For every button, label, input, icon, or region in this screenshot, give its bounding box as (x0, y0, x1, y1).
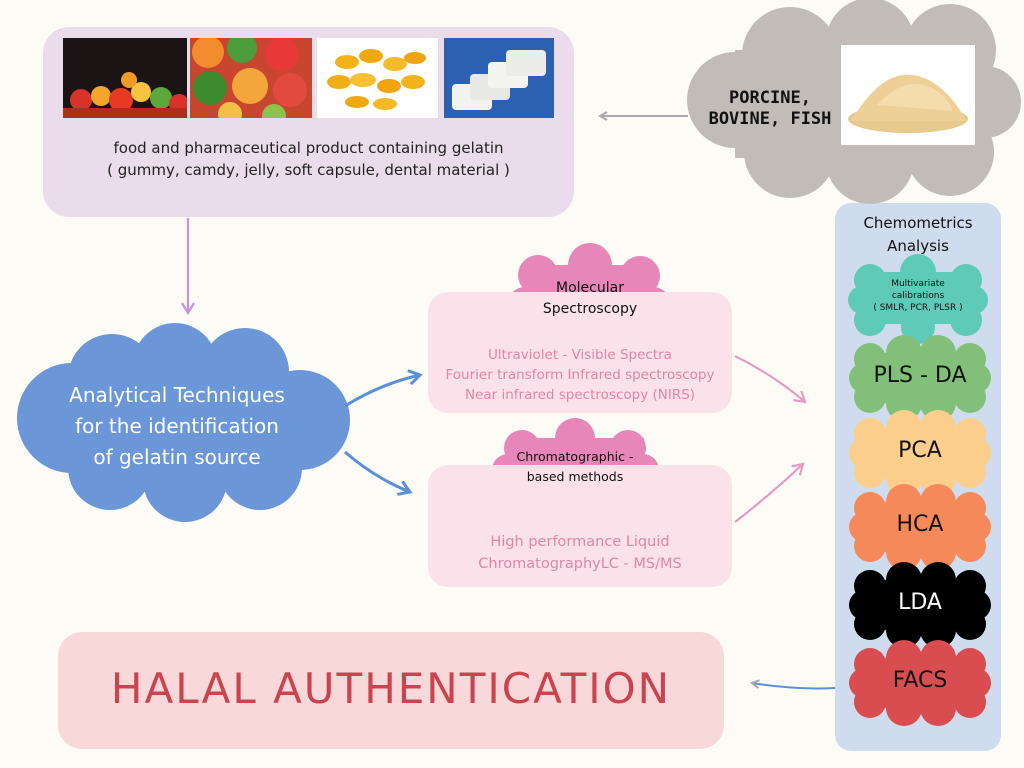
method-shape (849, 640, 991, 726)
soft-capsules-photo (317, 38, 438, 118)
arrow-chromatography-to-chemometrics (734, 462, 805, 523)
techniques-label: Analytical Techniques for the identifica… (32, 380, 322, 473)
multivariate-label: Multivariate calibrations ( SMLR, PCR, P… (852, 278, 984, 314)
spectroscopy-box (428, 292, 732, 413)
source-label: PORCINE, BOVINE, FISH (700, 88, 840, 130)
jelly-candy-photo (190, 38, 312, 118)
chromatography-title: Chromatographic - based methods (490, 447, 660, 487)
chromatography-item: ChromatographyLC - MS/MS (478, 556, 682, 572)
arrow-spectroscopy-to-chemometrics (734, 355, 807, 404)
gummy-bears-photo (63, 38, 187, 118)
gelatin-powder-photo (841, 45, 975, 145)
chemometrics-title: Chemometrics Analysis (835, 212, 1001, 258)
spectroscopy-item: Ultraviolet - Visible Spectra (488, 347, 672, 363)
multivariate-line3: ( SMLR, PCR, PLSR ) (873, 303, 963, 313)
chemometrics-title-line2: Analysis (887, 237, 949, 255)
source-label-line2: BOVINE, FISH (708, 109, 832, 129)
method-shape (849, 335, 991, 421)
techniques-line2: for the identification (75, 414, 279, 438)
halal-authentication-label: HALAL AUTHENTICATION (110, 664, 672, 713)
spectroscopy-item: Fourier transform Infrared spectroscopy (445, 367, 715, 383)
chromatography-title-line1: Chromatographic - (516, 449, 634, 464)
multivariate-line2: calibrations (891, 291, 945, 301)
method-label: PCA (898, 438, 942, 463)
spectroscopy-item: Near infrared spectroscopy (NIRS) (464, 387, 696, 403)
techniques-cloud (17, 323, 350, 522)
method-label: FACS (892, 668, 948, 693)
products-caption-line1: food and pharmaceutical product containi… (113, 139, 504, 157)
method-shape (849, 562, 991, 648)
spectroscopy-title-line1: Molecular (556, 280, 624, 296)
spectroscopy-title: Molecular Spectroscopy (500, 278, 680, 320)
chemometrics-title-line1: Chemometrics (863, 214, 973, 232)
method-label: LDA (898, 590, 942, 615)
dental-material-photo (444, 38, 554, 118)
method-shape (849, 484, 991, 570)
arrow-techniques-to-spectroscopy (344, 375, 420, 408)
products-caption-line2: ( gummy, camdy, jelly, soft capsule, den… (107, 161, 510, 179)
method-shapes (849, 335, 991, 726)
chromatography-item: High performance Liquid (490, 534, 670, 550)
method-label: HCA (896, 512, 944, 537)
techniques-line1: Analytical Techniques (69, 383, 285, 407)
method-label: PLS - DA (873, 363, 967, 388)
spectroscopy-title-line2: Spectroscopy (542, 301, 638, 317)
arrow-chemometrics-to-halal (752, 683, 836, 690)
techniques-line3: of gelatin source (93, 445, 261, 469)
halal-box (58, 632, 724, 749)
arrow-techniques-to-chromatography (344, 450, 410, 492)
source-label-line1: PORCINE, (729, 88, 811, 108)
multivariate-badge (848, 254, 988, 344)
multivariate-line1: Multivariate (891, 279, 945, 289)
chromatography-box (428, 465, 732, 587)
chromatography-title-line2: based methods (526, 469, 624, 484)
